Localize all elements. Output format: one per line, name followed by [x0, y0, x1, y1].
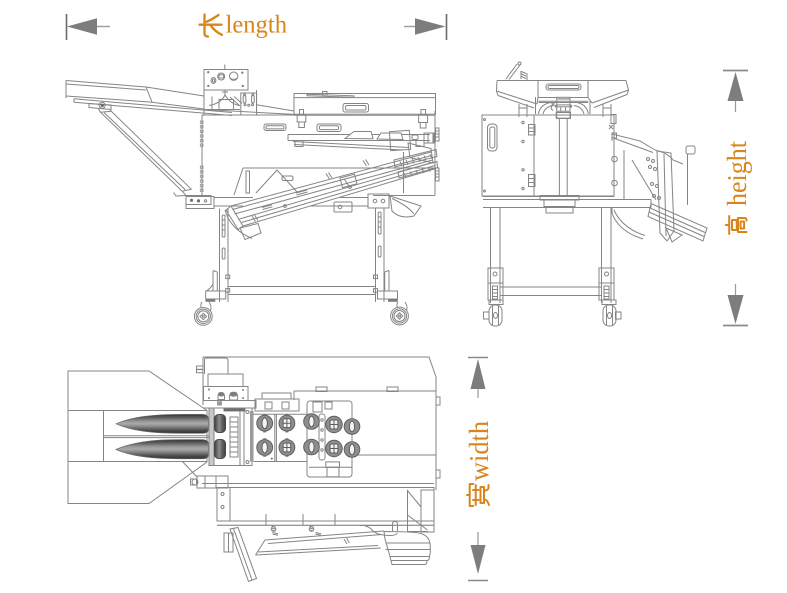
svg-text:height: height: [722, 141, 752, 206]
svg-text:width: width: [464, 421, 494, 481]
svg-text:length: length: [226, 12, 288, 39]
